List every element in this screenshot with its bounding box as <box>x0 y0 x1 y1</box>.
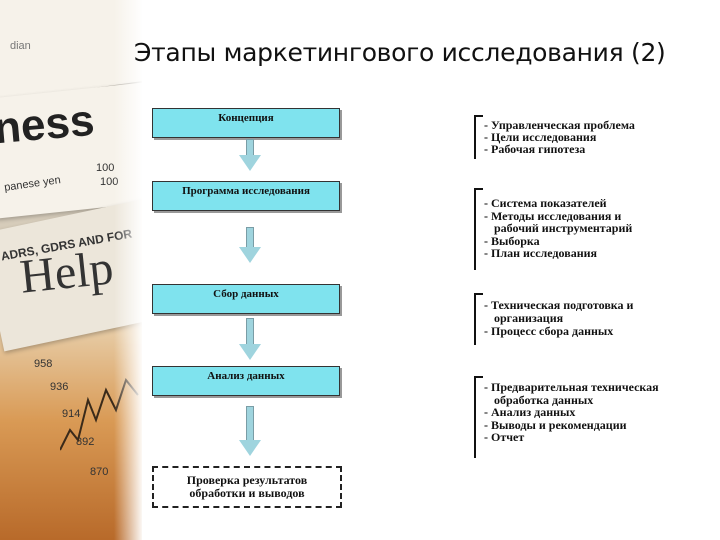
detail-item: - Система показателей <box>484 197 632 210</box>
stage-concept-label: Концепция <box>218 112 273 124</box>
detail-item: - Отчет <box>484 431 659 444</box>
photo-text-dian: dian <box>10 40 31 52</box>
detail-item: - Процесс сбора данных <box>484 325 633 338</box>
stage-data-collection-label: Сбор данных <box>213 288 279 300</box>
photo-text-help: Help <box>17 240 116 304</box>
photo-num-1: 100 <box>96 162 114 174</box>
final-step-box: Проверка результатов обработки и выводов <box>152 466 342 508</box>
arrow-down-icon <box>239 139 261 171</box>
stage-data-analysis-label: Анализ данных <box>207 370 284 382</box>
stage-program-details: - Система показателей - Методы исследова… <box>484 197 632 260</box>
stage-program-label: Программа исследования <box>182 185 310 197</box>
arrow-down-icon <box>239 318 261 360</box>
stage-concept-box: Концепция <box>152 108 340 138</box>
stage-data-collection-box: Сбор данных <box>152 284 340 314</box>
bracket-divider <box>474 376 483 458</box>
photo-num-7: 870 <box>90 466 108 478</box>
stage-concept-details: - Управленческая проблема - Цели исследо… <box>484 119 635 155</box>
stage-program-box: Программа исследования <box>152 181 340 211</box>
bracket-divider <box>474 293 483 345</box>
detail-item: - Рабочая гипотеза <box>484 143 635 155</box>
photo-text-ness: ness <box>0 96 96 155</box>
photo-num-3: 958 <box>34 358 52 370</box>
bracket-divider <box>474 188 483 270</box>
detail-item: - Анализ данных <box>484 406 659 419</box>
newspaper-photo-decoration: dian ness panese yen 100 100 ADRS, GDRS … <box>0 0 142 540</box>
detail-item: - План исследования <box>484 247 632 260</box>
arrow-down-icon <box>239 406 261 456</box>
slide-title: Этапы маркетингового исследования (2) <box>134 38 666 67</box>
stage-data-collection-details: - Техническая подготовка и организация -… <box>484 299 633 338</box>
final-step-line2: обработки и выводов <box>154 487 340 500</box>
arrow-down-icon <box>239 227 261 263</box>
detail-item: - Предварительная техническая <box>484 381 659 394</box>
detail-item: рабочий инструментарий <box>484 222 632 235</box>
stage-data-analysis-box: Анализ данных <box>152 366 340 396</box>
bracket-divider <box>474 115 483 159</box>
stage-data-analysis-details: - Предварительная техническая обработка … <box>484 381 659 444</box>
